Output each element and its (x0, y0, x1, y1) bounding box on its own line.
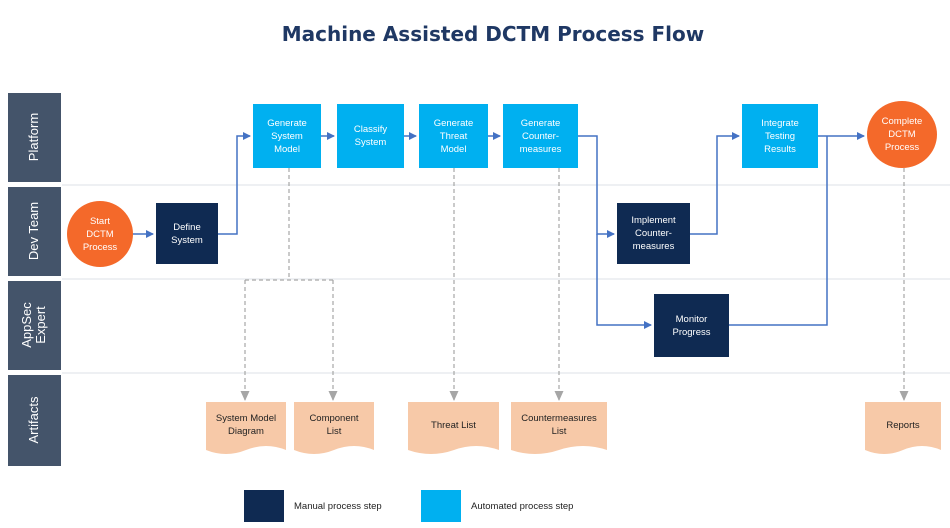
start-dctm-process: Start DCTM Process (67, 201, 133, 267)
flow-implement-to-integrate (690, 132, 740, 235)
generate-countermeasures-step: Generate Counter- measures (503, 104, 578, 168)
lane-dev-team: Dev Team (8, 187, 61, 276)
artifact-system-model-diagram: System Model Diagram (215, 413, 277, 437)
artifact-shape-system-model-diagram (206, 402, 286, 454)
flow-define-to-generate-system-model (218, 132, 251, 235)
generate-system-model-step: Generate System Model (253, 104, 321, 168)
generate-threat-model-step: Generate Threat Model (419, 104, 488, 168)
legend-automated-label: Automated process step (471, 501, 574, 512)
flow-countermeasures-to-implement (578, 135, 615, 238)
flow-countermeasures-to-monitor (596, 234, 652, 329)
define-system-step: Define System (156, 203, 218, 264)
implement-countermeasures-step: Implement Counter- measures (617, 203, 690, 264)
artifact-shape-threat-list (408, 402, 499, 454)
artifact-shape-countermeasures-list (511, 402, 607, 454)
monitor-progress-step: Monitor Progress (654, 294, 729, 357)
diagram-title: Machine Assisted DCTM Process Flow (281, 22, 705, 46)
lane-divider (62, 278, 950, 280)
flow-monitor-to-complete (729, 136, 828, 326)
legend-manual-swatch (244, 490, 284, 522)
classify-system-step: Classify System (337, 104, 404, 168)
artifact-component-list: Component List (309, 413, 359, 437)
legend-manual-label: Manual process step (294, 501, 382, 512)
complete-dctm-process: Complete DCTM Process (867, 101, 937, 168)
lane-divider (62, 184, 950, 186)
legend-automated-swatch (421, 490, 461, 522)
artifact-threat-list: Threat List (431, 419, 476, 431)
lane-appsec-expert: AppSec Expert (8, 281, 61, 370)
integrate-testing-results-step: Integrate Testing Results (742, 104, 818, 168)
lane-artifacts: Artifacts (8, 375, 61, 466)
artifact-shape-reports (865, 402, 941, 454)
artifact-reports: Reports (886, 419, 920, 431)
artifact-countermeasures-list: Countermeasures List (521, 413, 597, 437)
lane-divider (62, 372, 950, 374)
artifact-shape-component-list (294, 402, 374, 454)
lane-platform: Platform (8, 93, 61, 182)
